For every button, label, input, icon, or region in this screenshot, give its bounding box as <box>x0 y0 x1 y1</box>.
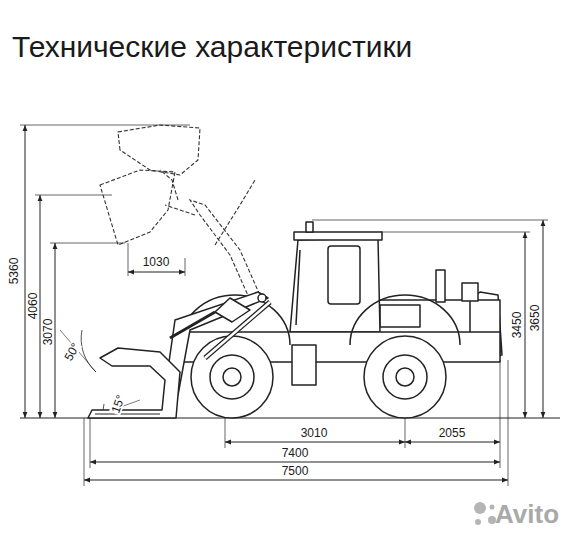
loader-body <box>88 222 502 418</box>
dimension-value: 5360 <box>8 257 20 286</box>
raised-bucket-positions <box>100 125 262 300</box>
dimension-value: 4060 <box>27 292 39 321</box>
dimension-value: 3650 <box>529 304 541 333</box>
dimension-value: 3010 <box>300 427 329 439</box>
dimension-value: 50° <box>62 340 82 363</box>
dimension-value: 7400 <box>281 447 310 459</box>
dimension-value: 15° <box>109 392 127 415</box>
dimension-value: 3450 <box>511 311 523 340</box>
watermark: Avito <box>494 501 560 527</box>
dimension-value: 2055 <box>438 427 467 439</box>
dimension-value: 7500 <box>281 465 310 477</box>
page-title: Технические характеристики <box>12 30 412 64</box>
dimension-value: 3070 <box>42 318 54 347</box>
watermark-logo <box>474 502 496 525</box>
dimension-value: 1030 <box>142 256 171 268</box>
dimension-lines <box>20 125 560 486</box>
